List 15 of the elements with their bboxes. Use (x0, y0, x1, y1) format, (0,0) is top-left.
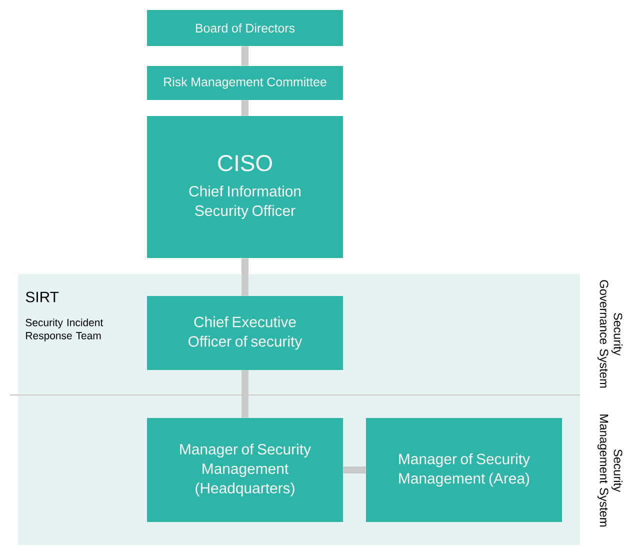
role-box: Chief Executive Officer of security (147, 296, 343, 370)
connector-line (242, 46, 248, 66)
node-label: Security Management System (597, 414, 623, 526)
node-label: Security Governance System (597, 280, 623, 388)
role-box: Manager of Security Management (Area) (366, 418, 562, 522)
role-box: Risk Management Committee (147, 66, 343, 100)
role-box: Board of Directors (147, 10, 343, 46)
role-box: CISO Chief Information Security Officer (147, 116, 343, 258)
connector-line (242, 100, 248, 116)
team-label: SIRT (26, 292, 59, 302)
connector-line (242, 370, 248, 418)
connector-line (343, 466, 366, 474)
team-label: Security Incident Response Team (26, 318, 104, 342)
connector-line (242, 258, 248, 296)
role-box: Manager of Security Management (Headquarters) (147, 418, 343, 522)
